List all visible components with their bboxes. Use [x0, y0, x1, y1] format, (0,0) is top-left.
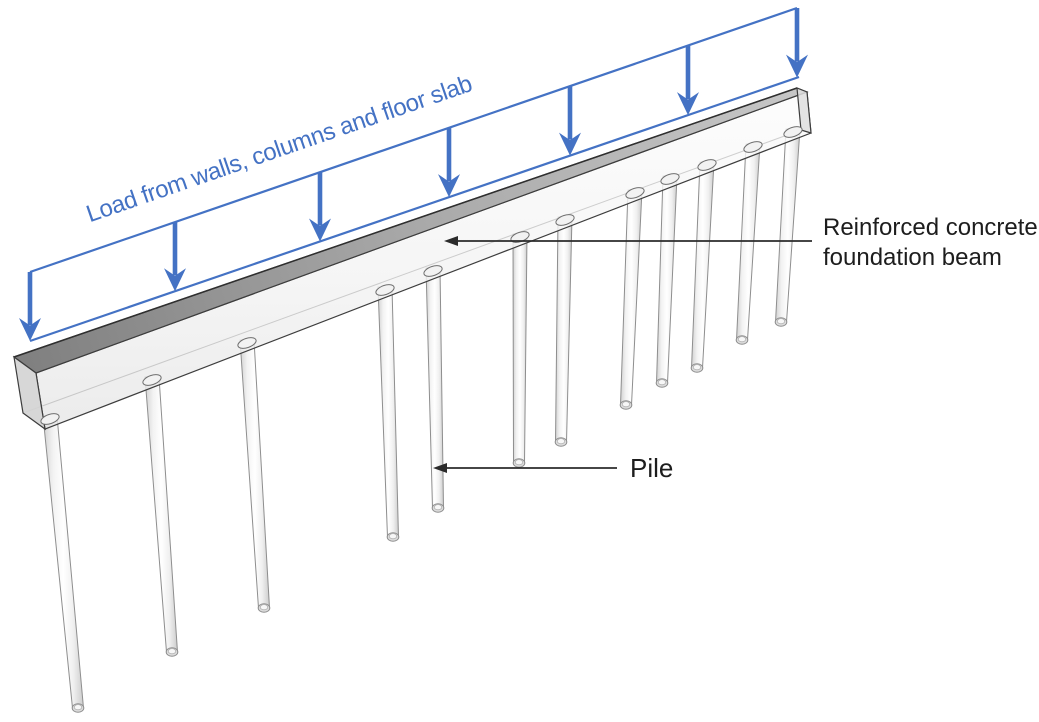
beam-label-line1: Reinforced concrete [823, 214, 1038, 241]
pile [619, 189, 643, 410]
beam-left-end-cap [13, 355, 46, 431]
pile-connection-ring [555, 214, 575, 226]
beam-pointer-arrow [444, 236, 812, 246]
load-arrow [164, 222, 186, 292]
pile-connection-ring [375, 284, 395, 296]
pile [554, 216, 573, 447]
beam-annotation-label: Reinforced concrete foundation beam [823, 213, 1038, 273]
load-arrow [309, 172, 331, 242]
beam-top-face [12, 87, 809, 374]
load-arrow [559, 86, 581, 156]
beam-back-bottom-edge [22, 129, 802, 414]
pile-connection-ring [783, 126, 803, 138]
pile [655, 175, 678, 388]
load-bracket-top-line [29, 6, 798, 274]
pile-connection-ring [625, 187, 645, 199]
pile-connection-ring [697, 159, 717, 171]
pile [425, 267, 445, 513]
pile [735, 143, 761, 345]
load-arrow [677, 45, 699, 116]
beam-label-line2: foundation beam [823, 244, 1002, 271]
pile [239, 339, 271, 613]
pile-connection-ring [237, 337, 257, 349]
pile-pointer-arrow [433, 463, 617, 473]
load-arrow [438, 127, 460, 198]
pile-annotation-label: Pile [630, 453, 674, 483]
beam-top-back-edge [13, 87, 798, 358]
beam-right-end-cap [796, 87, 812, 134]
pile-connection-ring [423, 265, 443, 277]
load-bracket-bottom-line [29, 75, 800, 343]
pile [690, 161, 715, 373]
pile [377, 286, 400, 542]
load-arrow [786, 8, 808, 78]
pile-connection-ring [660, 173, 680, 185]
pile-connection-ring [40, 413, 60, 425]
pile-connection-ring [142, 374, 162, 386]
load-arrow [19, 272, 41, 341]
pile-connection-ring [743, 141, 763, 153]
pile [42, 415, 85, 713]
pile [144, 376, 179, 657]
pile [774, 128, 801, 327]
pile [512, 233, 528, 468]
